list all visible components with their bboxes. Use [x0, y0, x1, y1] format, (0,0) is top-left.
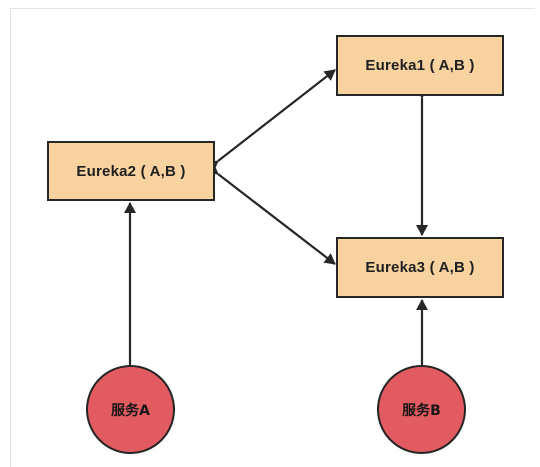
edge-eureka2-eureka1	[206, 69, 336, 172]
service-b-label: 服务B	[402, 402, 441, 419]
eureka2-label: Eureka2 ( A,B )	[76, 162, 186, 180]
frame-top-border	[10, 8, 535, 9]
eureka3-node: Eureka3 ( A,B )	[336, 237, 504, 298]
service-b-node: 服务B	[377, 365, 466, 454]
service-a-node: 服务A	[86, 365, 175, 454]
edge-eureka2-eureka3	[206, 163, 336, 265]
eureka1-label: Eureka1 ( A,B )	[365, 57, 475, 74]
eureka1-node: Eureka1 ( A,B )	[336, 35, 504, 96]
frame-left-border	[10, 8, 11, 467]
eureka2-node: Eureka2 ( A,B )	[47, 141, 215, 201]
service-a-label: 服务A	[111, 402, 150, 419]
eureka3-label: Eureka3 ( A,B )	[365, 259, 475, 276]
